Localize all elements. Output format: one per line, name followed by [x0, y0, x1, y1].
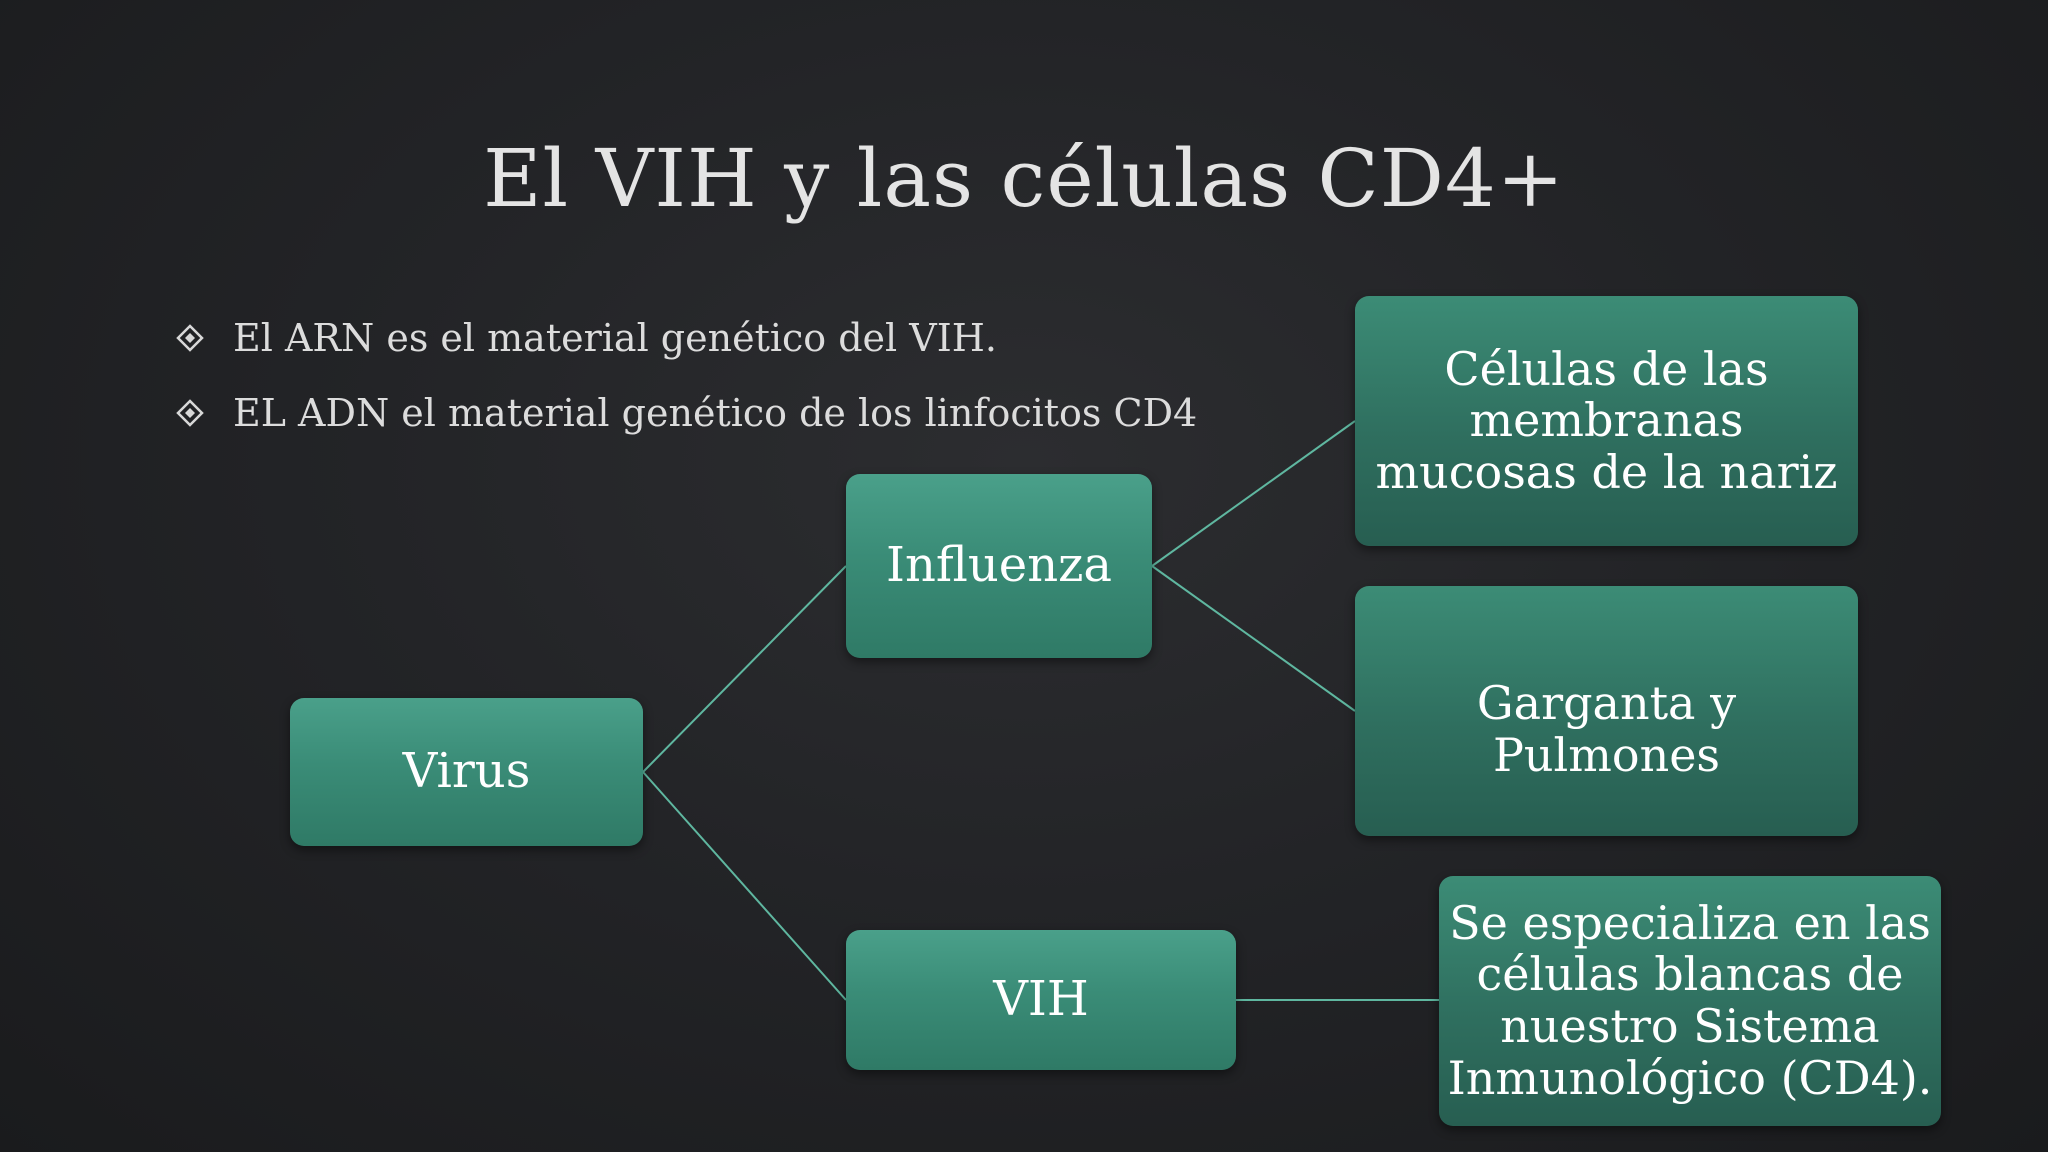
- node-especializa-cd4: Se especializa en las células blancas de…: [1439, 876, 1941, 1126]
- connector-virus-vih: [642, 771, 847, 1001]
- connector-influenza-garganta: [1151, 565, 1356, 712]
- bullet-item: EL ADN el material genético de los linfo…: [175, 375, 1197, 450]
- node-influenza: Influenza: [846, 474, 1152, 658]
- connector-virus-influenza: [642, 565, 847, 773]
- node-garganta-pulmones: Garganta y Pulmones: [1355, 586, 1858, 836]
- node-virus: Virus: [290, 698, 643, 846]
- bullet-item: El ARN es el material genético del VIH.: [175, 300, 1197, 375]
- node-vih: VIH: [846, 930, 1236, 1070]
- slide-title: El VIH y las células CD4+: [483, 132, 1565, 225]
- diamond-bullet-icon: [176, 398, 204, 427]
- diamond-bullet-icon: [176, 323, 204, 352]
- bullet-text: EL ADN el material genético de los linfo…: [233, 390, 1198, 435]
- bullet-text: El ARN es el material genético del VIH.: [233, 315, 997, 360]
- node-celulas-membranas: Células de las membranas mucosas de la n…: [1355, 296, 1858, 546]
- bullet-list: El ARN es el material genético del VIH. …: [175, 300, 1197, 450]
